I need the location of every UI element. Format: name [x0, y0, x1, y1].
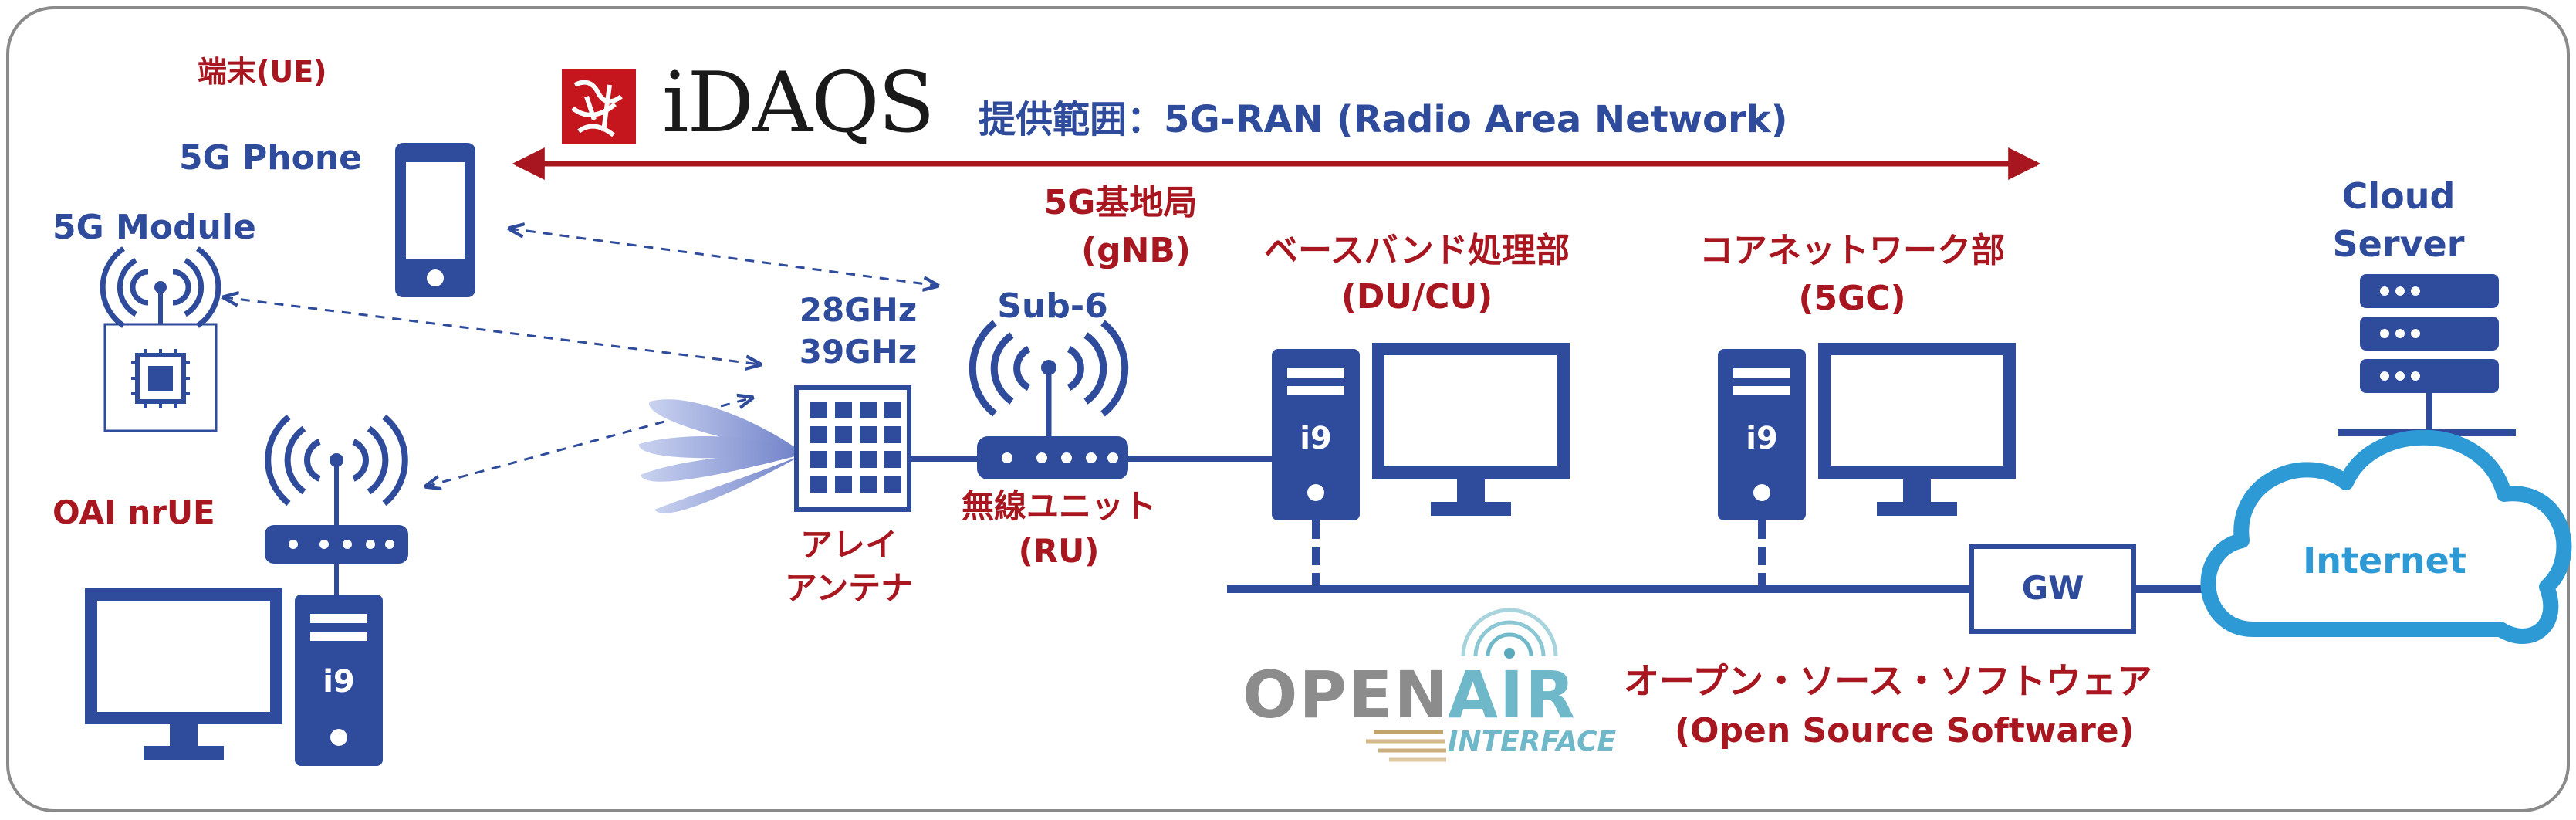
idaqs-seal-icon [562, 69, 636, 144]
antenna-name-line2: アンテナ [784, 569, 914, 607]
ru-name-line2: (RU) [1018, 532, 1100, 570]
core-name-line2: (5GC) [1798, 279, 1906, 318]
nrue-link [426, 398, 752, 486]
oai-logo-interface: INTERFACE [1448, 726, 1617, 757]
phone-icon [395, 143, 475, 297]
core-name-line1: コアネットワーク部 [1699, 231, 2005, 270]
internet-label: Internet [2303, 540, 2466, 581]
nrue-pc-badge: i9 [323, 664, 355, 700]
module-icon [100, 246, 221, 432]
bbu-name-line2: (DU/CU) [1340, 277, 1493, 317]
ue-title: 端末(UE) [198, 55, 327, 89]
nrue-label: OAI nrUE [52, 493, 215, 531]
network-bus [1227, 520, 2223, 634]
antenna-freq-line2: 39GHz [799, 333, 918, 371]
ru-icon [969, 320, 1129, 479]
module-link [224, 297, 760, 364]
bbu-badge: i9 [1300, 421, 1332, 456]
ru-name-line1: 無線ユニット [961, 487, 1157, 525]
ru-band: Sub-6 [997, 286, 1108, 326]
gw-label: GW [2021, 569, 2084, 607]
oss-line1: オープン・ソース・ソフトウェア [1624, 660, 2152, 702]
core-badge: i9 [1746, 421, 1778, 456]
oai-logo-open: OPEN [1242, 657, 1450, 733]
gnb-title-line2: (gNB) [1080, 231, 1192, 270]
cloud-server-line2: Server [2332, 223, 2465, 265]
array-antenna-icon [794, 385, 911, 512]
bbu-name-line1: ベースバンド処理部 [1264, 231, 1570, 270]
core-server-icon [1718, 343, 2016, 520]
phone-link [509, 229, 938, 286]
cloud-server-icon [2338, 274, 2516, 436]
antenna-freq-line1: 28GHz [799, 291, 918, 329]
beam-lobes-icon [638, 399, 804, 513]
phone-label: 5G Phone [179, 138, 363, 178]
nrue-pc-icon [85, 588, 383, 766]
du-cu-server-icon [1272, 343, 1570, 520]
oai-wave-icon [1461, 608, 1558, 659]
oss-line2: (Open Source Software) [1675, 711, 2135, 751]
oai-streaks-icon [1366, 730, 1446, 762]
antenna-name-line1: アレイ [800, 526, 898, 564]
gnb-title-line1: 5G基地局 [1043, 183, 1198, 222]
range-label: 提供範囲：5G-RAN (Radio Area Network) [979, 98, 1788, 141]
cloud-server-line1: Cloud [2341, 175, 2456, 217]
nrue-router-icon [265, 414, 408, 598]
idaqs-logo-text: iDAQS [662, 55, 935, 151]
oai-logo-air: AIR [1448, 657, 1577, 733]
internet-cloud-icon [2200, 429, 2572, 644]
module-label: 5G Module [52, 208, 256, 247]
